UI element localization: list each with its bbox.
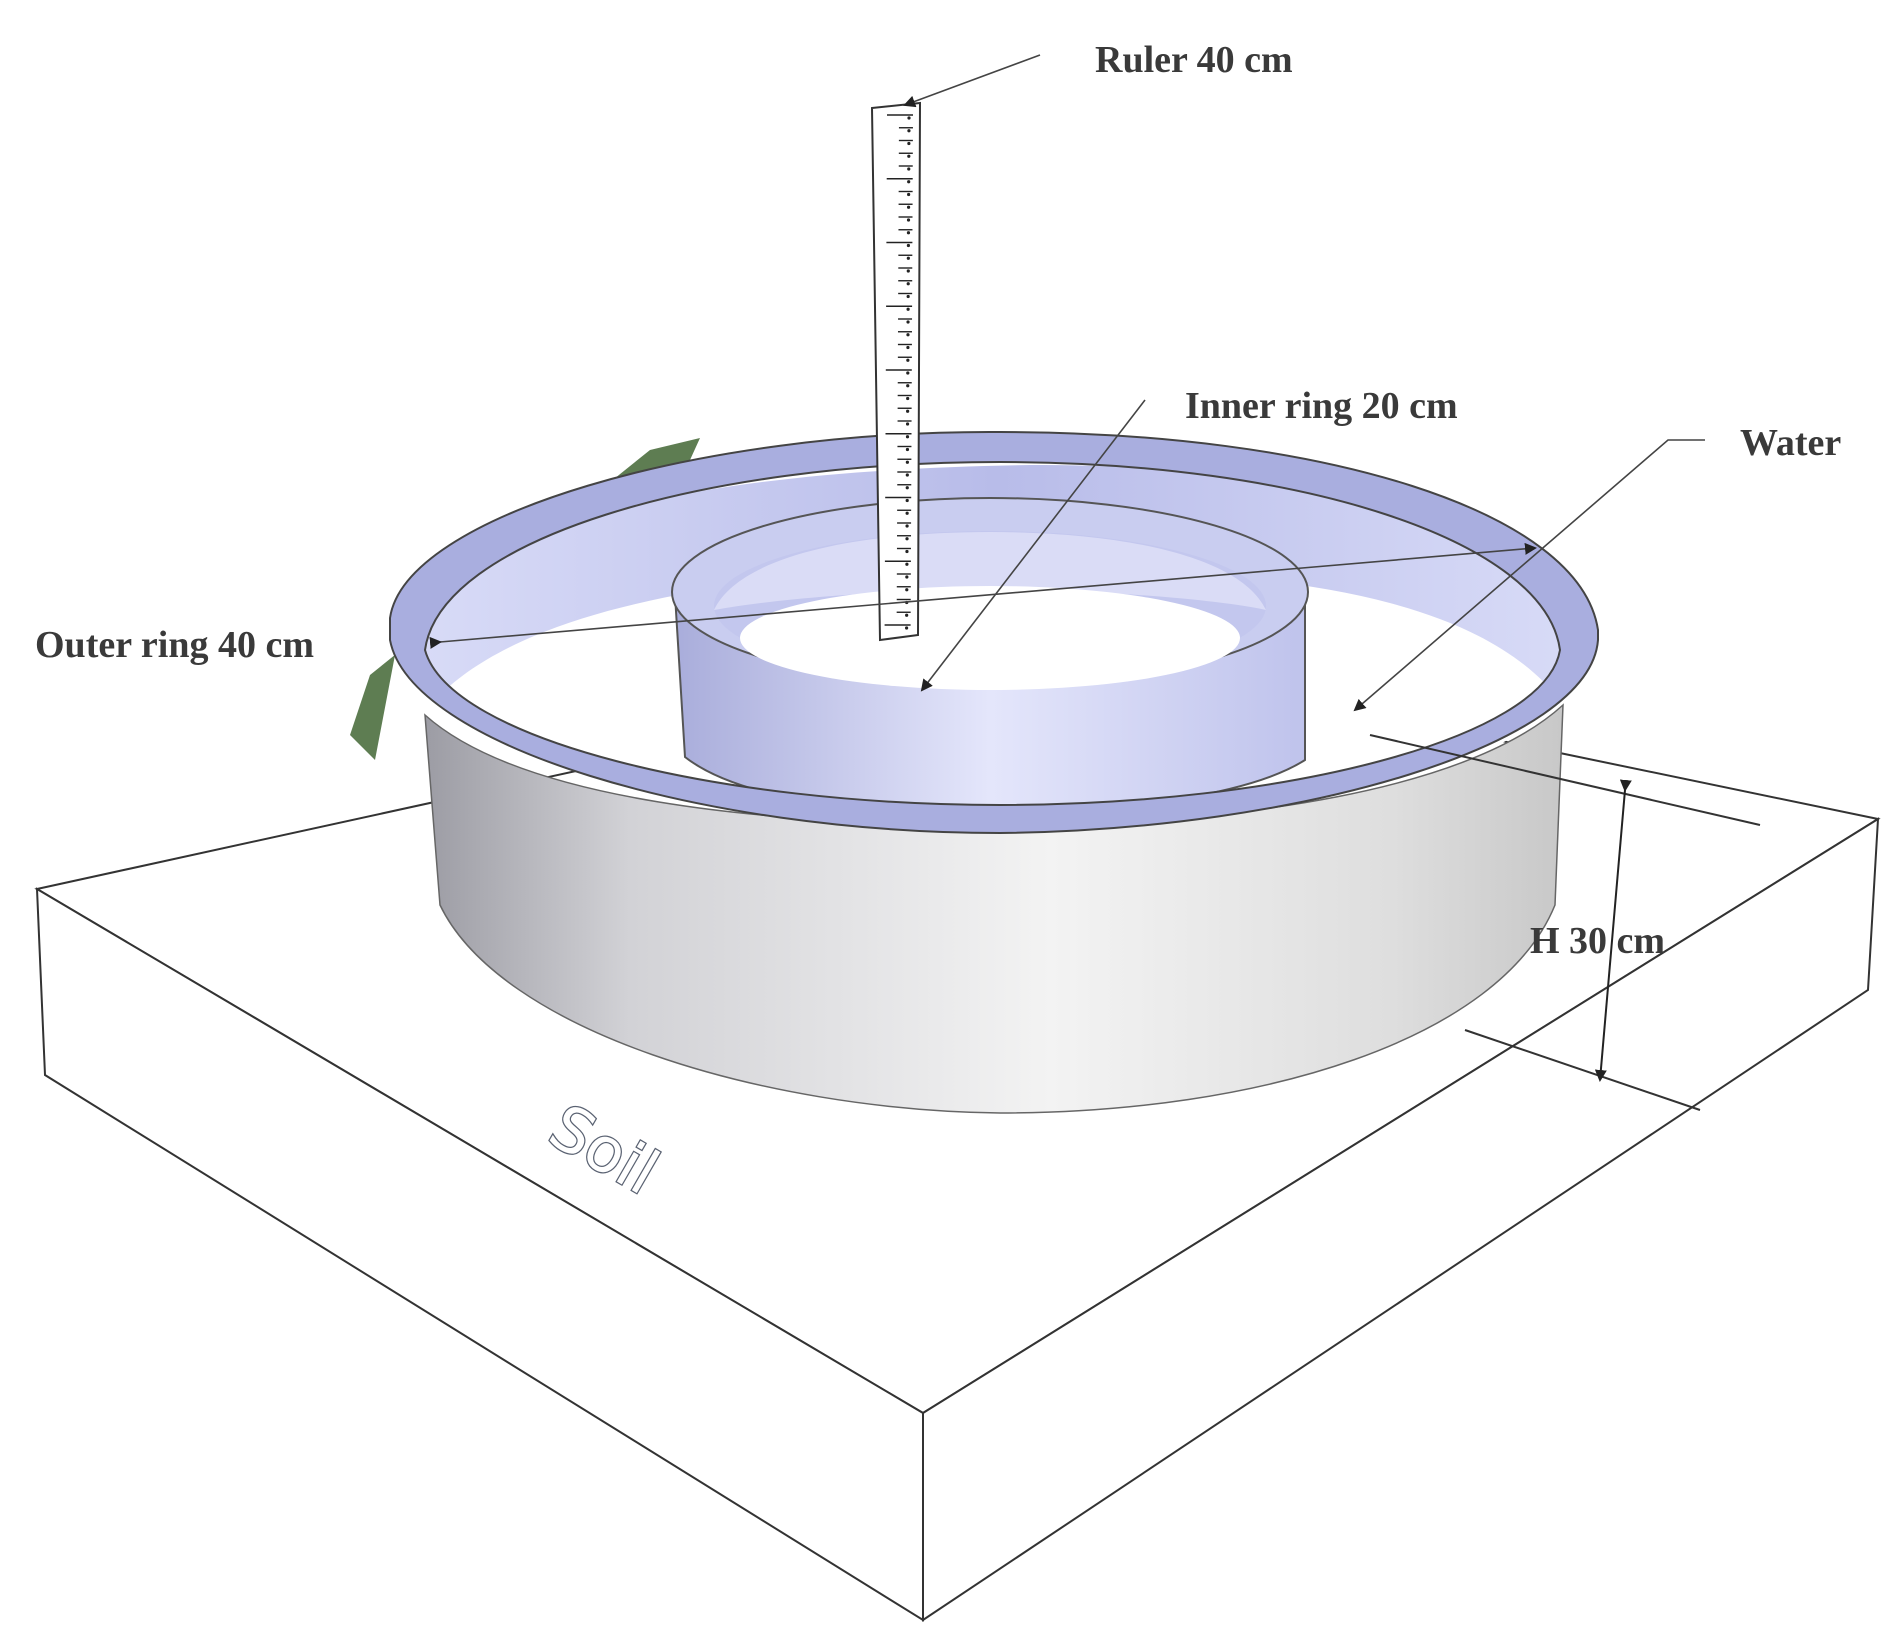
ruler-tick-dot	[905, 562, 909, 566]
ruler-tick-dot	[905, 588, 909, 592]
height-label: H 30 cm	[1530, 920, 1665, 962]
ruler	[870, 101, 922, 642]
ruler-tick-dot	[905, 575, 909, 579]
outer-ring-label: Outer ring 40 cm	[35, 624, 314, 666]
ruler-tick-dot	[905, 524, 909, 528]
ruler-tick-dot	[905, 460, 909, 464]
height-dimension	[1369, 734, 1761, 1111]
ruler-tick-dot	[905, 486, 909, 490]
ruler-tick-dot	[907, 154, 911, 158]
ruler-tick-dot	[906, 384, 910, 388]
ruler-tick-dot	[906, 243, 911, 248]
ruler-tick-dot	[905, 626, 909, 630]
ruler-tick-dot	[907, 129, 911, 133]
ruler-tick-dot	[906, 218, 911, 222]
ruler-tick-dot	[906, 345, 910, 350]
ruler-tick-dot	[907, 167, 911, 171]
ruler-tick-dot	[906, 205, 911, 209]
ruler-tick-dot	[905, 549, 909, 554]
ruler-tick-dot	[906, 358, 910, 362]
ruler-tick-dot	[907, 141, 911, 146]
ruler-tick-dot	[906, 371, 910, 375]
inner-ring-label: Inner ring 20 cm	[1185, 385, 1458, 427]
soil-block-right-face	[922, 817, 1880, 1622]
ruler-label: Ruler 40 cm	[1095, 39, 1293, 81]
ruler-tick-dot	[905, 473, 909, 477]
ruler-tick-dot	[907, 192, 911, 197]
ruler-tick-dot	[906, 320, 910, 324]
ruler-tick-dot	[906, 396, 910, 401]
ruler-tick-dot	[905, 447, 910, 452]
outer-ring-rim	[389, 430, 1599, 835]
outer-ring-back-face	[420, 465, 1575, 700]
ruler-tick-dot	[906, 307, 910, 311]
ruler-body	[870, 101, 922, 642]
ruler-tick-dot	[905, 511, 909, 515]
ruler-tick-dot	[905, 435, 910, 439]
ruler-tick-dot	[906, 333, 910, 337]
ruler-tick-dot	[906, 294, 910, 299]
ruler-tick-dot	[906, 282, 910, 286]
outer-ring-dimension-line	[429, 542, 1537, 649]
ruler-tick-dot	[907, 116, 911, 120]
water-label: Water	[1740, 422, 1841, 464]
inner-ring	[671, 497, 1309, 815]
ruler-tick-dot	[906, 409, 910, 413]
ruler-tick-dot	[906, 231, 911, 235]
ruler-tick-dot	[905, 537, 909, 541]
inner-ring-dimension-line	[920, 399, 1146, 692]
ruler-tick-dot	[907, 180, 911, 184]
water-leader-line	[1353, 439, 1705, 712]
ruler-tick-dot	[905, 613, 909, 617]
ruler-leader-line	[903, 54, 1041, 108]
height-dimension-line	[1594, 779, 1632, 1082]
ruler-tick-dot	[905, 422, 910, 426]
ruler-tick-dot	[905, 498, 909, 503]
ruler-tick-dot	[906, 269, 910, 273]
ruler-tick-dot	[906, 256, 910, 260]
